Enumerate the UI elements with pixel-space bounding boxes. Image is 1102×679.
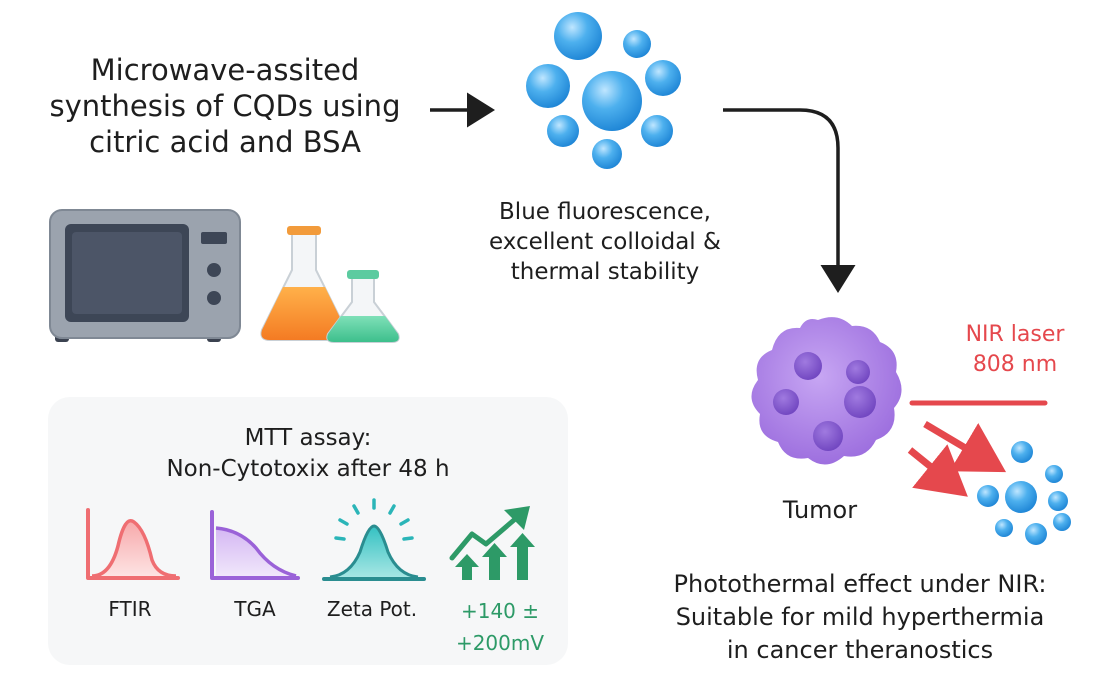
zeta-value-line-2: +200mV bbox=[455, 631, 545, 655]
laser-line-1: NIR laser bbox=[965, 322, 1065, 347]
photothermal-text: Photothermal effect under NIR: Suitable … bbox=[625, 568, 1095, 667]
quantum-dots-target-icon bbox=[977, 441, 1071, 545]
mtt-line-2: Non-Cytotoxix after 48 h bbox=[166, 456, 450, 482]
photothermal-line-2: Suitable for mild hyperthermia bbox=[675, 603, 1045, 631]
zeta-label: Zeta Pot. bbox=[326, 597, 418, 621]
properties-line-1: Blue fluorescence, bbox=[499, 199, 711, 225]
zeta-value-line-1: +140 ± bbox=[460, 599, 540, 623]
properties-text: Blue fluorescence, excellent colloidal &… bbox=[460, 197, 750, 287]
quantum-dots-cluster-icon bbox=[526, 12, 681, 169]
orange-flask-icon bbox=[260, 226, 348, 341]
green-flask-icon bbox=[326, 270, 400, 343]
curved-arrow-down-icon bbox=[723, 108, 856, 293]
synthesis-line-1: Microwave-assited bbox=[90, 53, 360, 87]
photothermal-line-3: in cancer theranostics bbox=[726, 636, 994, 664]
properties-line-3: thermal stability bbox=[510, 259, 700, 285]
ftir-curve-icon bbox=[86, 508, 180, 580]
tga-label: TGA bbox=[234, 597, 276, 621]
tumor-label: Tumor bbox=[782, 496, 858, 524]
synthesis-line-2: synthesis of CQDs using bbox=[49, 89, 401, 123]
mtt-assay-title: MTT assay: Non-Cytotoxix after 48 h bbox=[48, 423, 568, 485]
synthesis-text: Microwave-assited synthesis of CQDs usin… bbox=[25, 52, 425, 160]
synthesis-line-3: citric acid and BSA bbox=[89, 125, 361, 159]
microwave-icon bbox=[49, 209, 241, 342]
laser-label: NIR laser 808 nm bbox=[950, 320, 1080, 380]
properties-line-2: excellent colloidal & bbox=[489, 229, 721, 255]
laser-line-2: 808 nm bbox=[972, 352, 1058, 377]
zeta-peak-icon bbox=[322, 498, 426, 581]
ftir-label: FTIR bbox=[108, 597, 152, 621]
laser-beam-icon bbox=[907, 400, 1048, 497]
growth-arrows-icon bbox=[449, 506, 535, 580]
zeta-value-label: +140 ± +200mV bbox=[440, 595, 560, 659]
mtt-line-1: MTT assay: bbox=[244, 425, 372, 451]
tga-curve-icon bbox=[210, 510, 300, 580]
tumor-cell-icon bbox=[751, 317, 902, 465]
photothermal-line-1: Photothermal effect under NIR: bbox=[673, 570, 1047, 598]
